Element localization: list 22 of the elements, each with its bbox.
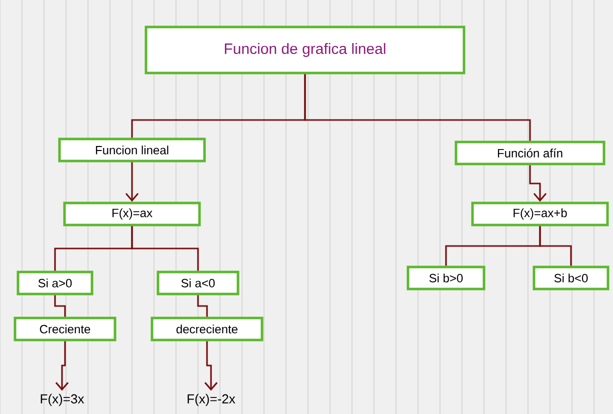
process-box: Si b>0 (406, 266, 486, 290)
connector-line (54, 295, 66, 317)
connector-line (197, 295, 208, 317)
process-box: F(x)=ax (63, 202, 201, 226)
process-box: Si a>0 (16, 270, 94, 296)
connector-line (304, 74, 531, 141)
result-text: F(x)=-2x (188, 394, 236, 406)
result-text: F(x)=3x (40, 394, 84, 406)
connector-line (529, 165, 547, 202)
connector-line (539, 226, 572, 266)
process-box: Creciente (14, 316, 116, 342)
process-box: decreciente (150, 316, 264, 342)
process-box: Funcion lineal (58, 138, 206, 162)
process-box: Si b<0 (532, 266, 610, 290)
connector-line (131, 226, 199, 271)
process-box: Si a<0 (156, 270, 240, 296)
connector-line (125, 162, 139, 202)
title-box: Funcion de grafica lineal (144, 26, 466, 74)
process-box: Función afín (454, 140, 606, 166)
connector-line (204, 341, 218, 391)
process-box: F(x)=ax+b (471, 202, 609, 226)
connector-line (55, 341, 69, 391)
